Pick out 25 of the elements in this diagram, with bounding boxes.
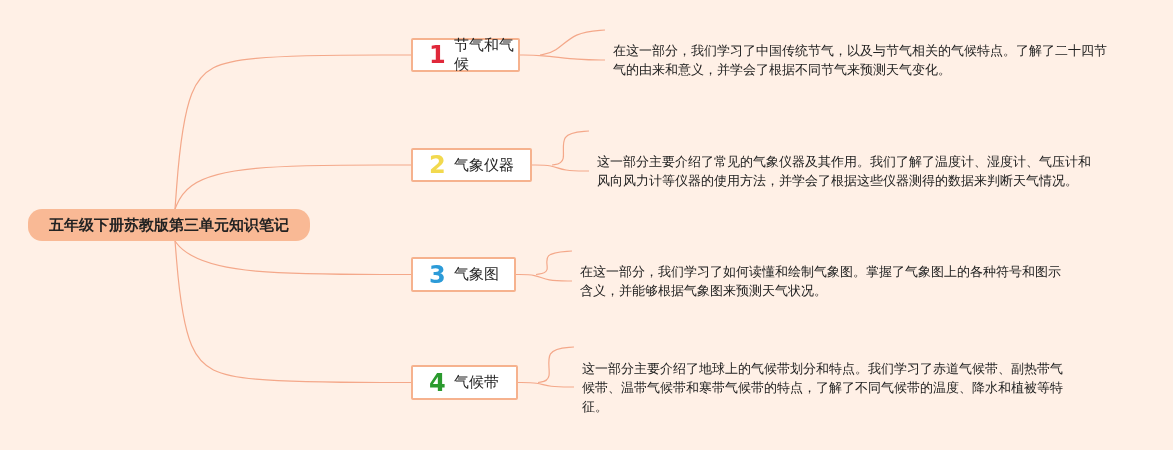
topic-box: [411, 148, 532, 182]
topic-label: 气象仪器: [453, 155, 514, 175]
topic-box: [411, 365, 518, 400]
topic-number: 3: [429, 260, 446, 289]
topic-number: 1: [429, 41, 446, 69]
topic-label: 节气和气候: [453, 36, 515, 74]
connector-line: [174, 164, 412, 210]
connector-line: [174, 54, 412, 210]
description-text: 这一部分主要介绍了常见的气象仪器及其作用。我们了解了温度计、湿度计、气压计和风向风力计等仪器的使用方法，并学会了根据这些仪器测得的数据来判断天气情况。: [597, 153, 1092, 190]
connector-line: [519, 54, 606, 61]
topic-number: 4: [429, 368, 446, 397]
connector-line: [531, 164, 590, 172]
topic-label: 气象图: [453, 265, 499, 284]
connector-line: [174, 240, 412, 276]
description-text: 在这一部分，我们学习了如何读懂和绘制气象图。掌握了气象图上的各种符号和图示含义，并能够根据气象图来预测天气状况。: [580, 263, 1062, 300]
topic-number: 2: [429, 151, 446, 179]
connector-line: [517, 381, 575, 388]
topic-box: [411, 38, 520, 72]
connector-line: [515, 273, 573, 282]
description-text: 在这一部分，我们学习了中国传统节气，以及与节气相关的气候特点。了解了二十四节气的由来和意义，并学会了根据不同节气来预测天气变化。: [613, 42, 1108, 79]
description-text: 这一部分主要介绍了地球上的气候带划分和特点。我们学习了赤道气候带、副热带气候带、温带气候带和寒带气候带的特点，了解了不同气候带的温度、降水和植被等特征。: [582, 359, 1064, 416]
topic-label: 气候带: [453, 373, 499, 392]
connector-line: [174, 240, 412, 384]
root-topic-box: 五年级下册苏教版第三单元知识笔记: [28, 209, 310, 241]
topic-box: [411, 257, 516, 292]
